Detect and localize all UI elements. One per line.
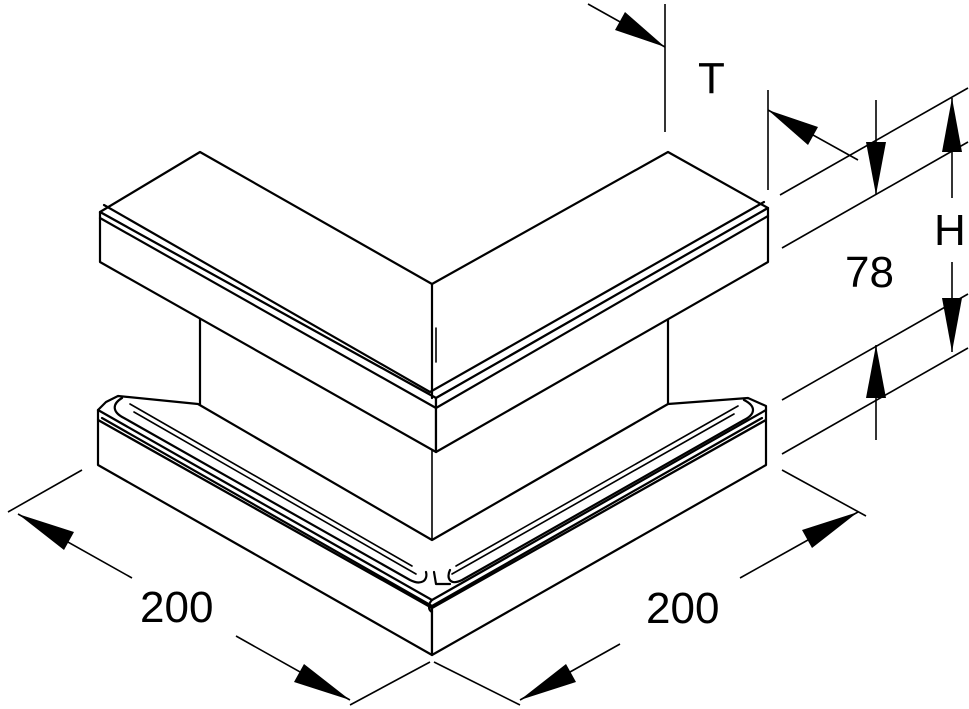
dimension-cover-height: 78 [779, 87, 969, 455]
width-right-label: 200 [646, 584, 719, 633]
dimension-width-left: 200 [7, 469, 431, 706]
thickness-label: T [698, 54, 725, 103]
width-left-label: 200 [140, 583, 213, 632]
top-cover [98, 150, 770, 454]
height-label: H [934, 206, 966, 255]
height-value-label: 78 [845, 248, 894, 297]
dimension-height: H [934, 98, 966, 352]
dimension-thickness: T [587, 3, 859, 190]
base-tray [96, 394, 768, 657]
dimension-width-right: 200 [433, 469, 867, 706]
